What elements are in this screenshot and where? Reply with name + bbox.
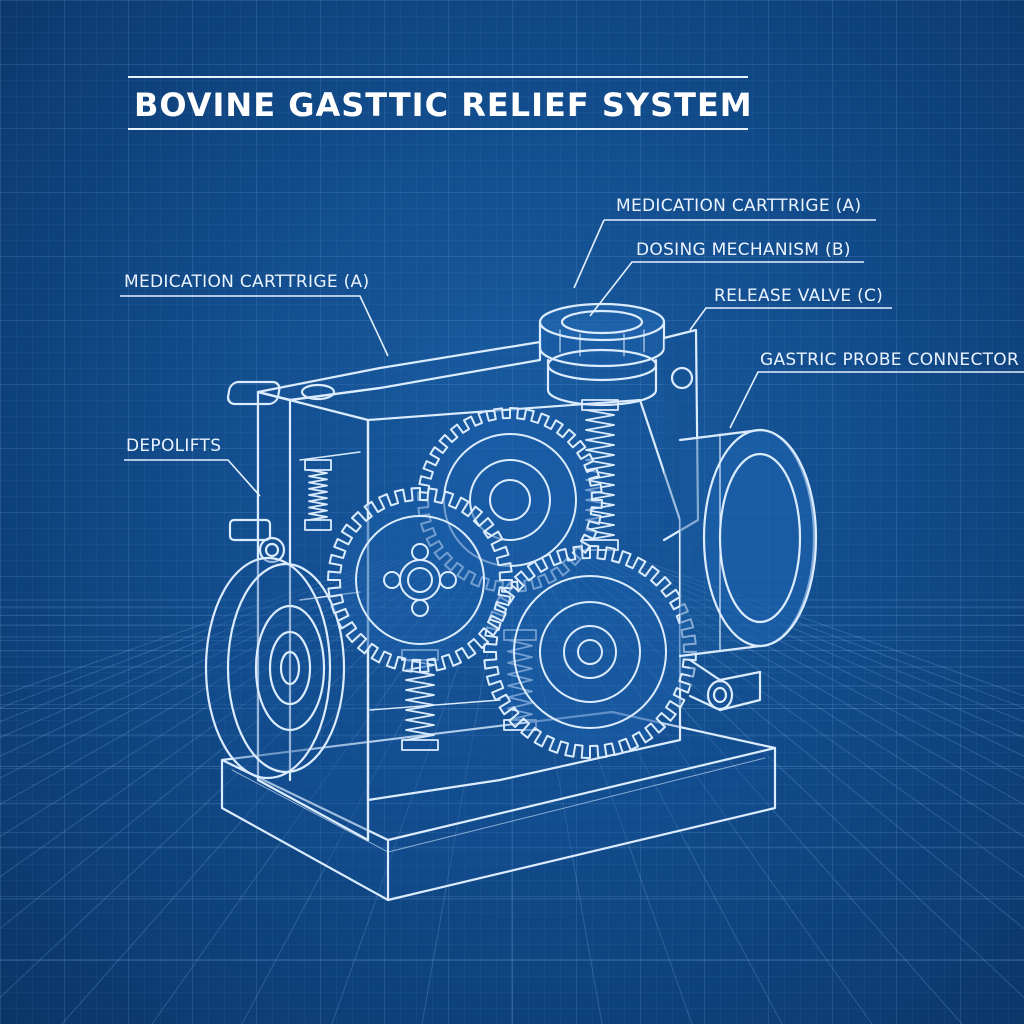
diagram-title: BOVINE GASTTIC RELIEF SYSTEM [134,86,753,124]
leader-medication-cartridge-right [573,219,605,289]
label-gastric-probe-connector: GASTRIC PROBE CONNECTOR [760,350,1020,370]
left-disc [204,556,346,780]
label-depolifts: DEPOLIFTS [126,436,222,456]
label-release-valve: RELEASE VALVE (C) [714,286,884,306]
gear [327,487,513,673]
title-rule-bottom [128,128,748,130]
cartridge-cylinder [538,302,700,542]
leader-dosing-mechanism [589,261,864,317]
probe-connector [678,428,818,712]
gear-bolts [383,543,457,617]
label-medication-cartridge-right: MEDICATION CARTTRIGE (A) [616,196,862,216]
leader-depolifts [124,459,261,497]
leader-release-valve [689,307,892,331]
spring [304,459,332,531]
gear [483,545,697,759]
title-rule-top [128,76,748,78]
leader-gastric-probe [729,371,1024,429]
leader-medication-cartridge-left [120,295,389,357]
label-medication-cartridge-left: MEDICATION CARTTRIGE (A) [124,272,370,292]
base-plate [220,710,777,902]
gears [327,407,697,759]
label-dosing-mechanism: DOSING MECHANISM (B) [636,240,851,260]
